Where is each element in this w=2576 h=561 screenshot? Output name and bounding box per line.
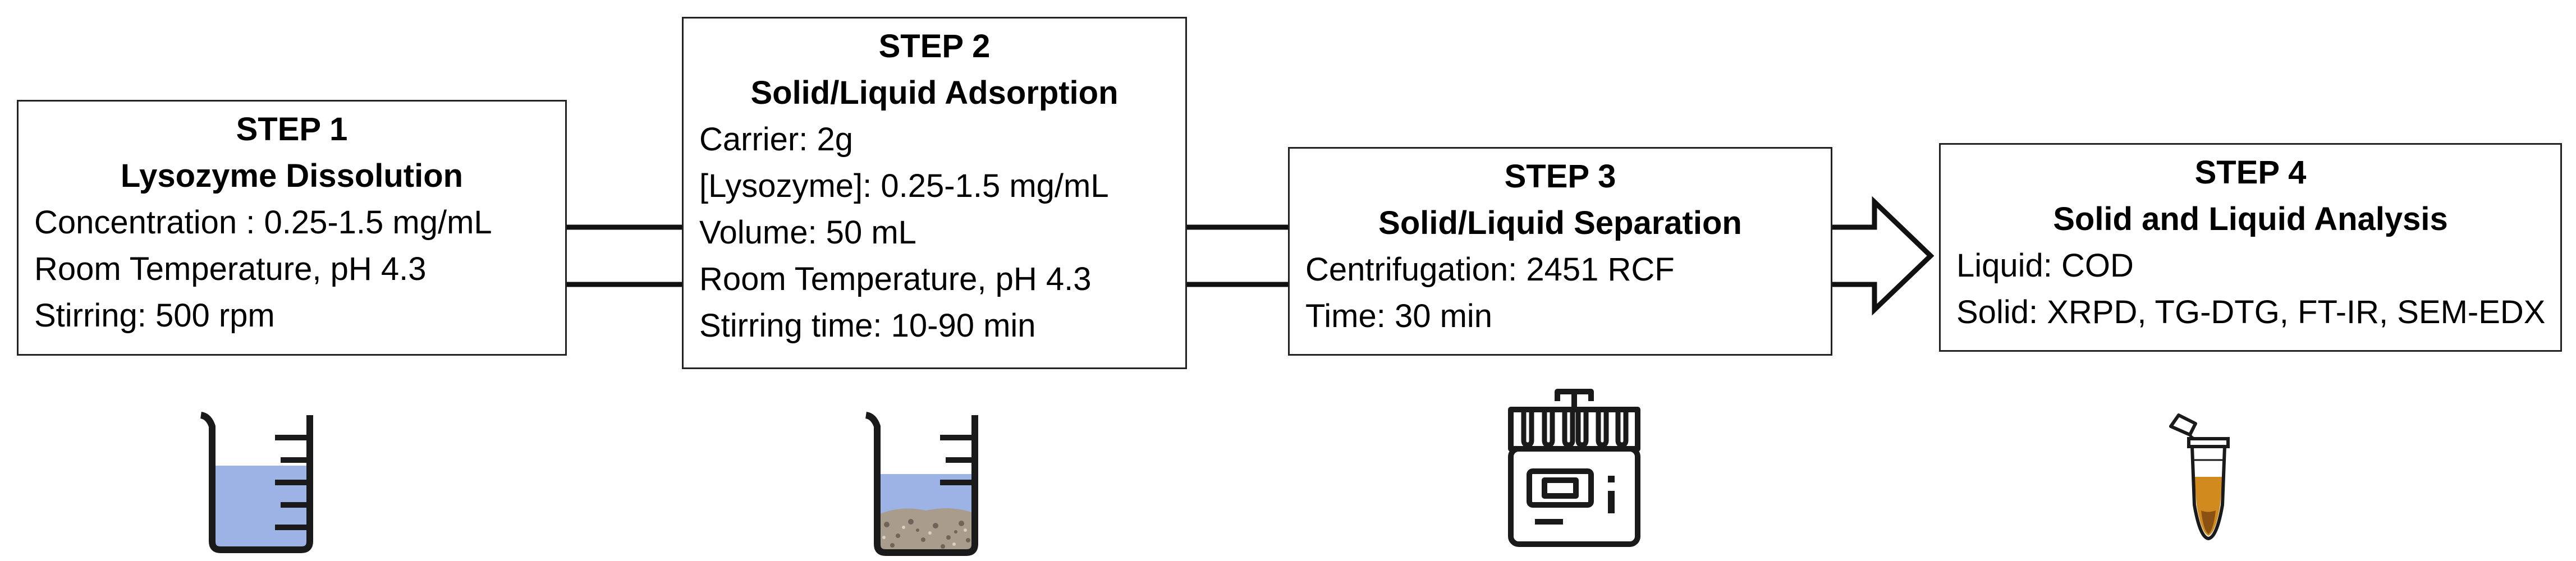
beaker-with-liquid-icon xyxy=(200,412,313,553)
step-2-line: Room Temperature, pH 4.3 xyxy=(699,261,1092,297)
sample-tube-icon xyxy=(2169,413,2230,540)
step-2-line: Carrier: 2g xyxy=(699,121,853,158)
step-4-title: STEP 4 xyxy=(2194,154,2307,191)
step-4-subtitle: Solid and Liquid Analysis xyxy=(2053,201,2448,237)
step-2-line: Stirring time: 10-90 min xyxy=(699,307,1036,344)
step-1-subtitle: Lysozyme Dissolution xyxy=(120,158,464,194)
beaker-with-solid-icon xyxy=(865,412,978,556)
step-4-line: Solid: XRPD, TG-DTG, FT-IR, SEM-EDX xyxy=(1956,294,2546,330)
step-2-title: STEP 2 xyxy=(878,28,991,65)
connector-step2-step3 xyxy=(1187,224,1288,287)
step-1-line: Stirring: 500 rpm xyxy=(34,297,275,334)
step-4-line: Liquid: COD xyxy=(1956,247,2134,284)
step-1-box: STEP 1 Lysozyme Dissolution Concentratio… xyxy=(17,100,567,356)
step-2-subtitle: Solid/Liquid Adsorption xyxy=(750,75,1119,111)
centrifuge-icon xyxy=(1508,389,1640,547)
step-2-line: [Lysozyme]: 0.25-1.5 mg/mL xyxy=(699,168,1109,204)
arrow-step3-step4 xyxy=(1832,196,1935,316)
step-1-line: Room Temperature, pH 4.3 xyxy=(34,251,427,287)
step-3-box: STEP 3 Solid/Liquid Separation Centrifug… xyxy=(1288,147,1832,356)
step-2-line: Volume: 50 mL xyxy=(699,214,916,251)
step-3-title: STEP 3 xyxy=(1504,158,1616,195)
step-4-box: STEP 4 Solid and Liquid Analysis Liquid:… xyxy=(1939,143,2562,352)
step-1-line: Concentration : 0.25-1.5 mg/mL xyxy=(34,204,492,241)
step-3-line: Centrifugation: 2451 RCF xyxy=(1305,251,1675,288)
step-3-subtitle: Solid/Liquid Separation xyxy=(1378,205,1742,241)
step-1-title: STEP 1 xyxy=(236,111,348,148)
step-3-line: Time: 30 min xyxy=(1305,298,1493,334)
step-2-box: STEP 2 Solid/Liquid Adsorption Carrier: … xyxy=(682,17,1187,369)
connector-step1-step2 xyxy=(567,224,682,287)
